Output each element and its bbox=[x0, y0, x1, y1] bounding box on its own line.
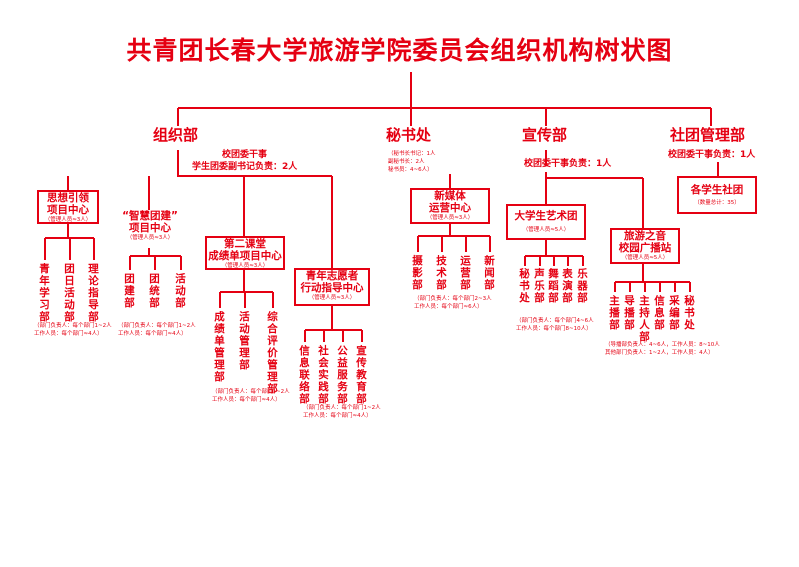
dept-mishu-title: 秘书处 bbox=[386, 126, 432, 144]
unit-tuanri-huodong: 团 日 活 动 部 bbox=[64, 263, 75, 323]
box-zhiyuanzhe-staff: （管理人员≈3人） bbox=[308, 295, 356, 301]
unit-zhubo: 主 播 部 bbox=[609, 295, 620, 331]
box-xinmeiti-staff: （管理人员≈3人） bbox=[426, 215, 474, 221]
box-guangbozhan-title: 旅游之音 校园广播站 bbox=[618, 230, 672, 254]
dept-zuzhi-title: 组织部 bbox=[153, 126, 199, 144]
dept-shetuan-sub: 校团委干事负责：1人 bbox=[668, 150, 756, 160]
box-dierketang-staff: （管理人员≈3人） bbox=[221, 263, 269, 269]
dept-xuanchuan-sub: 校团委干事负责：1人 bbox=[524, 159, 612, 169]
box-shetuan-title: 各学生社团 bbox=[690, 184, 744, 196]
unit-wudao: 舞 蹈 部 bbox=[548, 268, 559, 304]
box-guangbozhan-staff: （管理人员≈5人） bbox=[621, 255, 669, 261]
unit-zhuchiren: 主 持 人 部 bbox=[639, 295, 650, 343]
box-zhihui: “智慧团建” 项目中心 （管理人员≈3人） bbox=[117, 210, 183, 248]
unit-gongyi-fuwu: 公 益 服 务 部 bbox=[337, 345, 348, 405]
unit-huodong-guanli: 活 动 管 理 部 bbox=[239, 311, 250, 371]
box-shetuan: 各学生社团 （数量总计：35） bbox=[677, 176, 757, 214]
unit-zonghe-pingjia: 综 合 评 价 管 理 部 bbox=[267, 311, 278, 395]
box-xinmeiti-title: 新媒体 运营中心 bbox=[429, 190, 471, 214]
unit-shengyue: 声 乐 部 bbox=[534, 268, 545, 304]
box-guangbozhan: 旅游之音 校园广播站 （管理人员≈5人） bbox=[610, 228, 680, 264]
unit-sheying: 摄 影 部 bbox=[412, 255, 423, 291]
box-zhihui-staff: （管理人员≈3人） bbox=[126, 235, 174, 241]
unit-tuantong: 团 统 部 bbox=[149, 273, 160, 309]
box-zhiyuanzhe: 青年志愿者 行动指导中心 （管理人员≈3人） bbox=[294, 268, 370, 306]
box-sixiang-staff: （管理人员≈3人） bbox=[44, 217, 92, 223]
unit-chengjidan: 成 绩 单 管 理 部 bbox=[214, 311, 225, 383]
unit-xinwen: 新 闻 部 bbox=[484, 255, 495, 291]
box-yishutuan-title: 大学生艺术团 bbox=[514, 210, 578, 222]
unit-lilun-zhidao: 理 论 指 导 部 bbox=[88, 263, 99, 323]
note-zhiyuanzhe: （部门负责人：每个部门1~2人 工作人员：每个部门≈4人） bbox=[303, 405, 381, 419]
box-zhiyuanzhe-title: 青年志愿者 行动指导中心 bbox=[300, 270, 364, 294]
unit-xinxi-lianluo: 信 息 联 络 部 bbox=[299, 345, 310, 405]
unit-shehui-shijian: 社 会 实 践 部 bbox=[318, 345, 329, 405]
unit-biaoyan: 表 演 部 bbox=[562, 268, 573, 304]
note-zhihui: （部门负责人：每个部门1~2人 工作人员：每个部门≈4人） bbox=[118, 323, 196, 337]
unit-huodong: 活 动 部 bbox=[175, 273, 186, 309]
note-guangbozhan: （导播部负责人：4~6人，工作人员：8~10人 其他部门负责人：1~2人，工作人… bbox=[605, 342, 720, 356]
unit-jishu: 技 术 部 bbox=[436, 255, 447, 291]
note-dierketang: （部门负责人：每个部门1~2人 工作人员：每个部门≈4人） bbox=[212, 389, 290, 403]
unit-yunying: 运 营 部 bbox=[460, 255, 471, 291]
unit-caibian: 采 编 部 bbox=[669, 295, 680, 331]
note-mishu-info: （秘书长书记：1人 副秘书长：2人 秘书员：4~6人） bbox=[388, 151, 436, 173]
dept-xuanchuan-title: 宣传部 bbox=[522, 126, 568, 144]
unit-qingnian-xuexi: 青 年 学 习 部 bbox=[39, 263, 50, 323]
box-dierketang-title: 第二课堂 成绩单项目中心 bbox=[208, 238, 282, 262]
page-title: 共青团长春大学旅游学院委员会组织机构树状图 bbox=[126, 36, 673, 65]
unit-xuanchuan-jiaoyu: 宣 传 教 育 部 bbox=[356, 345, 367, 405]
box-sixiang-title: 思想引领 项目中心 bbox=[47, 192, 89, 216]
unit-xinxi: 信 息 部 bbox=[654, 295, 665, 331]
box-xinmeiti: 新媒体 运营中心 （管理人员≈3人） bbox=[410, 188, 490, 224]
box-yishutuan-staff: （管理人员≈5人） bbox=[522, 227, 570, 233]
unit-yueqi: 乐 器 部 bbox=[577, 268, 588, 304]
box-yishutuan: 大学生艺术团 （管理人员≈5人） bbox=[506, 204, 586, 240]
dept-zuzhi-sub2: 学生团委副书记负责：2人 bbox=[192, 162, 298, 172]
unit-daobo: 导 播 部 bbox=[624, 295, 635, 331]
dept-zuzhi-sub1: 校团委干事 bbox=[222, 150, 268, 160]
box-zhihui-title: “智慧团建” 项目中心 bbox=[122, 210, 178, 234]
note-xinmeiti: （部门负责人：每个部门2~3人 工作人员：每个部门≈6人） bbox=[414, 296, 492, 310]
box-sixiang: 思想引领 项目中心 （管理人员≈3人） bbox=[37, 190, 99, 224]
box-shetuan-staff: （数量总计：35） bbox=[694, 200, 740, 206]
note-sixiang: （部门负责人：每个部门1~2人 工作人员：每个部门≈4人） bbox=[34, 323, 112, 337]
unit-tuanjian: 团 建 部 bbox=[124, 273, 135, 309]
unit-mishuchu-guangbo: 秘 书 处 bbox=[684, 295, 695, 331]
dept-shetuan-title: 社团管理部 bbox=[670, 126, 746, 144]
unit-mishuchu-yishu: 秘 书 处 bbox=[519, 268, 530, 304]
box-dierketang: 第二课堂 成绩单项目中心 （管理人员≈3人） bbox=[205, 236, 285, 270]
note-yishutuan: （部门负责人：每个部门4~6人 工作人员：每个部门8~10人） bbox=[516, 318, 594, 332]
